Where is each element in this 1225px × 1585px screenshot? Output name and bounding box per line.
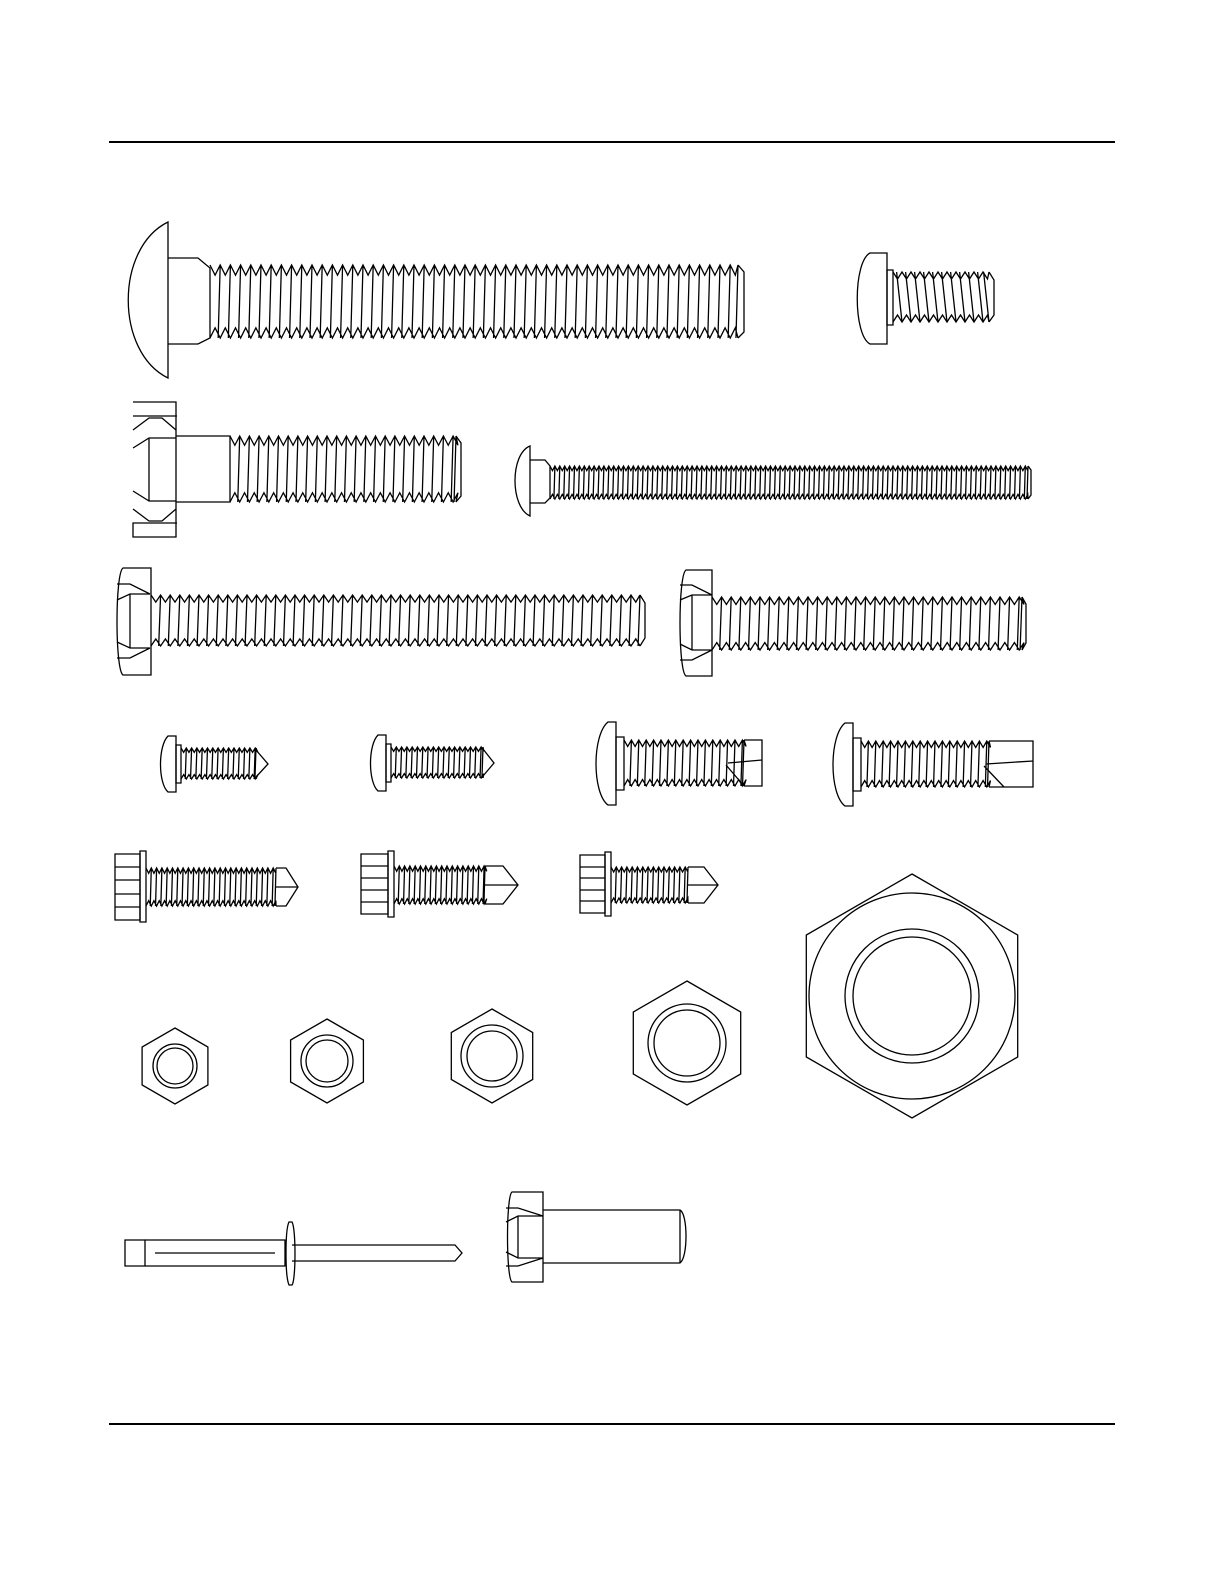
button-head-screw [857, 253, 994, 344]
hex-bolt-long [117, 568, 645, 675]
flange-self-drilling-screw-long [115, 851, 298, 922]
hex-bolt-medium [680, 570, 1026, 676]
flange-self-drilling-screw-medium [361, 851, 518, 917]
flange-self-drilling-screw-short [580, 852, 718, 916]
thread-cutting-screw-a [596, 722, 762, 805]
pan-head-tapping-screw-medium [371, 735, 495, 791]
thread-cutting-screw-b [833, 723, 1033, 806]
hex-nut-xs [142, 1028, 208, 1104]
blind-rivet [125, 1222, 462, 1285]
carriage-bolt-long-thin [515, 446, 1031, 516]
hex-shoulder-bolt [506, 1192, 686, 1282]
pan-head-tapping-screw-small [161, 736, 269, 792]
hex-bolt-partial-thread [133, 402, 461, 537]
carriage-bolt-large [128, 222, 744, 378]
hex-nut-m [451, 1009, 532, 1103]
hex-nut-s [291, 1019, 364, 1103]
hex-nut-xl [806, 874, 1017, 1118]
hex-nut-l [633, 981, 740, 1105]
